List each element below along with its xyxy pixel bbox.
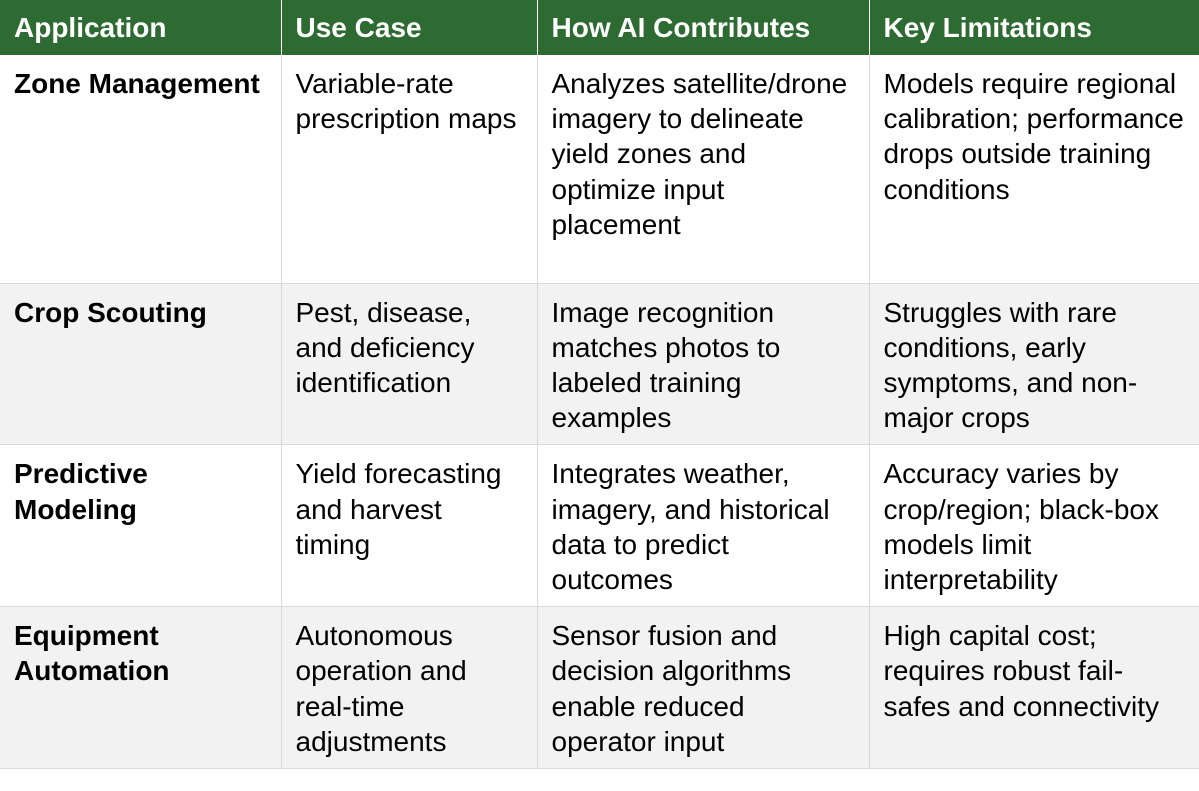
cell-how-ai: Image recognition matches photos to labe… [537,283,870,446]
header-row: Application Use Case How AI Contributes … [0,0,1199,55]
table-row: Crop Scouting Pest, disease, and deficie… [0,283,1199,446]
cell-limitations: High capital cost; requires robust fail-… [869,606,1199,769]
table-row: Zone Management Variable-rate prescripti… [0,55,1199,284]
cell-application: Equipment Automation [0,606,282,769]
header-application: Application [0,0,282,55]
cell-use-case: Variable-rate prescription maps [281,55,538,284]
header-use-case: Use Case [281,0,538,55]
cell-how-ai: Sensor fusion and decision algorithms en… [537,606,870,769]
table-body: Zone Management Variable-rate prescripti… [0,55,1199,769]
ai-applications-table: Application Use Case How AI Contributes … [0,0,1199,769]
table-header: Application Use Case How AI Contributes … [0,0,1199,55]
table-row: Predictive Modeling Yield forecasting an… [0,444,1199,608]
table-row: Equipment Automation Autonomous operatio… [0,606,1199,769]
cell-limitations: Struggles with rare conditions, early sy… [869,283,1199,446]
cell-application: Predictive Modeling [0,444,282,608]
cell-limitations: Models require regional calibration; per… [869,55,1199,284]
header-key-limitations: Key Limitations [869,0,1199,55]
cell-how-ai: Integrates weather, imagery, and histori… [537,444,870,608]
cell-use-case: Autonomous operation and real-time adjus… [281,606,538,769]
cell-application: Crop Scouting [0,283,282,446]
cell-application: Zone Management [0,55,282,284]
header-how-ai-contributes: How AI Contributes [537,0,870,55]
cell-limitations: Accuracy varies by crop/region; black-bo… [869,444,1199,608]
cell-use-case: Pest, disease, and deficiency identifica… [281,283,538,446]
cell-how-ai: Analyzes satellite/drone imagery to deli… [537,55,870,284]
cell-use-case: Yield forecasting and harvest timing [281,444,538,608]
